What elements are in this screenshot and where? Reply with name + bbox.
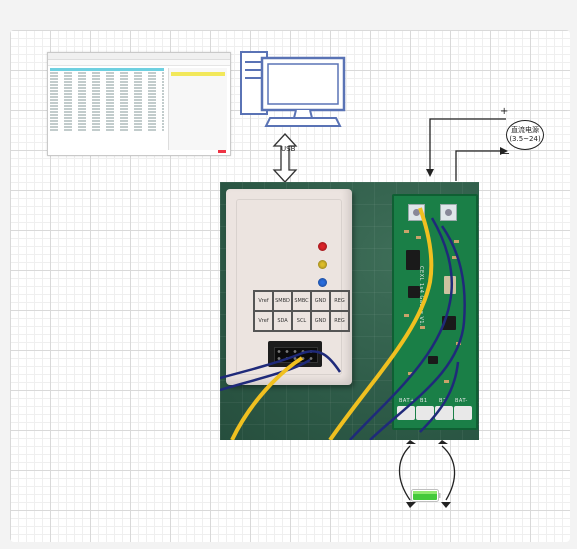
pin-label: REG: [330, 291, 349, 311]
software-toolbar: [48, 60, 230, 66]
pcb-pad-b1: [416, 406, 434, 420]
pcb-pad-bat-plus: [397, 406, 415, 420]
pin-label: GND: [311, 311, 330, 331]
pin-label: SMBD: [273, 291, 292, 311]
pin-label: SMBC: [292, 291, 311, 311]
computer-icon: [240, 51, 346, 127]
battery-icon: [411, 489, 441, 502]
pin-label: Vref: [254, 291, 273, 311]
software-status-indicator: [218, 150, 226, 153]
usb-label: USB: [281, 145, 296, 153]
software-side-panel: [168, 68, 227, 150]
pin-label: SCL: [292, 311, 311, 331]
pcb-label-bat-plus: BAT+: [399, 398, 415, 404]
pcb-pad-bat-minus: [454, 406, 472, 420]
battery-connection-arrows: [398, 440, 456, 508]
pcb-label-b1: B1: [420, 398, 428, 404]
usb-double-arrow-icon: [272, 133, 298, 183]
power-supply-name: 直流电源: [511, 126, 539, 134]
pcb-label-bat-minus: BAT-: [455, 398, 468, 404]
dc-power-supply: 直流电源 (3.5~24): [506, 120, 544, 150]
blue-led: [318, 278, 327, 287]
software-screenshot: [47, 52, 231, 156]
wires: [220, 207, 466, 440]
pin-label-grid: Vref SMBD SMBC GND REG Vref SDA SCL GND …: [253, 290, 350, 332]
yellow-led: [318, 260, 327, 269]
pin-label: Vref: [254, 311, 273, 331]
hardware-photo: Vref SMBD SMBC GND REG Vref SDA SCL GND …: [220, 182, 479, 440]
pin-label: GND: [311, 291, 330, 311]
software-register-list: [50, 68, 164, 150]
software-titlebar: [48, 53, 230, 60]
power-supply-wires: [426, 118, 508, 181]
power-supply-range: (3.5~24): [509, 135, 541, 143]
red-led: [318, 242, 327, 251]
pin-label: REG: [330, 311, 349, 331]
pin-label: SDA: [273, 311, 292, 331]
positive-terminal-label: +: [500, 106, 509, 117]
negative-terminal-label: −: [501, 147, 511, 160]
pcb-label-b2: B2: [439, 398, 447, 404]
